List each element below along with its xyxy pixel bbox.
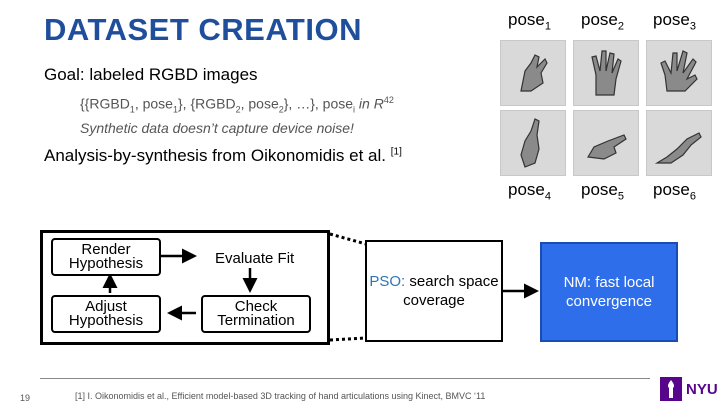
pso-label: PSO: [369,273,406,290]
pose-label-1: pose1 [508,10,551,33]
pose-label-6: pose6 [653,180,696,203]
adjust-hypothesis-box: Adjust Hypothesis [51,295,161,333]
torch-icon [660,377,682,401]
hand-image-pose-6 [646,110,712,176]
slide-number: 19 [20,393,31,403]
hand-image-pose-5 [573,110,639,176]
footer-divider [40,378,650,379]
evaluate-fit-label: Evaluate Fit [215,250,295,267]
nm-text: NM: fast local convergence [563,274,655,310]
hand-image-pose-1 [500,40,566,106]
dataset-tuple-text: {{RGBD1, pose1}, {RGBD2, pose2}, …}, pos… [80,95,394,115]
pose-label-5: pose5 [581,180,624,203]
callout-line-top [329,232,367,246]
hand-image-pose-3 [646,40,712,106]
footnote-reference: [1] I. Oikonomidis et al., Efficient mod… [75,391,486,401]
pose-label-3: pose3 [653,10,696,33]
check-termination-box: Check Termination [201,295,311,333]
synthetic-note: Synthetic data doesn’t capture device no… [80,120,354,136]
pose-label-2: pose2 [581,10,624,33]
goal-text: Goal: labeled RGBD images [44,65,258,84]
nyu-logo: NYU [660,377,718,401]
nm-box: NM: fast local convergence [540,242,678,342]
analysis-by-synthesis-loop: Render Hypothesis Evaluate Fit Adjust Hy… [40,230,330,345]
nyu-logo-text: NYU [686,380,718,398]
hand-image-pose-4 [500,110,566,176]
pso-text: search space coverage [403,273,499,309]
slide-title: DATASET CREATION [44,12,362,47]
pso-box: PSO: search space coverage [365,240,503,342]
hand-image-pose-2 [573,40,639,106]
analysis-by-synthesis-text: Analysis-by-synthesis from Oikonomidis e… [44,146,402,165]
render-hypothesis-box: Render Hypothesis [51,238,161,276]
pose-label-4: pose4 [508,180,551,203]
callout-line-bottom [329,336,367,342]
